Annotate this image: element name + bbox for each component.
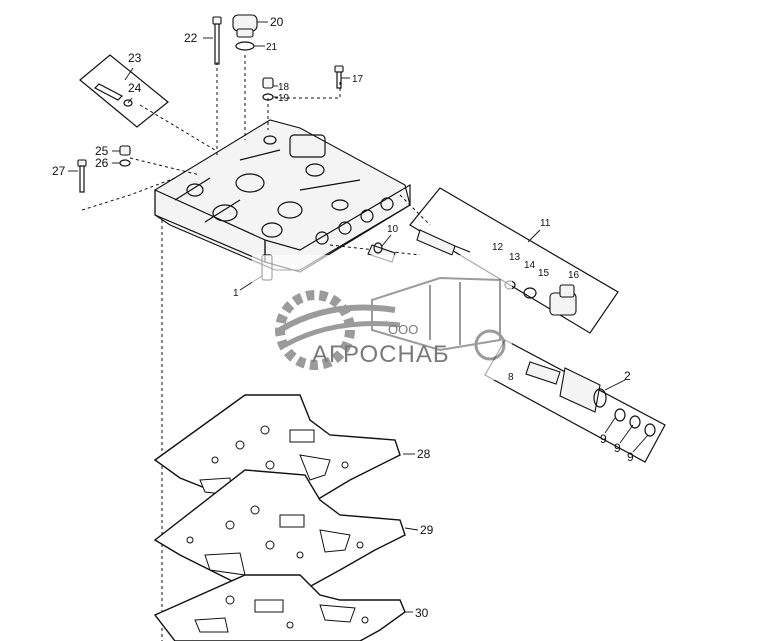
plug-20 xyxy=(232,14,258,38)
watermark-logo xyxy=(252,255,512,380)
watermark-company-name: АГРОСНАБ xyxy=(312,341,450,368)
callout-10: 10 xyxy=(387,224,399,235)
callout-25: 25 xyxy=(95,144,109,158)
callout-27: 27 xyxy=(52,164,66,178)
gasket-29 xyxy=(153,469,406,601)
callout-24: 24 xyxy=(128,81,142,95)
callout-11: 11 xyxy=(540,218,551,229)
watermark-prefix: ООО xyxy=(388,322,418,337)
callout-19: 19 xyxy=(278,93,290,104)
detail-box-11 xyxy=(409,187,619,334)
callout-9-c: 9 xyxy=(627,450,634,464)
assembly-lines xyxy=(81,55,431,641)
callout-8: 8 xyxy=(508,372,514,383)
callout-22: 22 xyxy=(184,31,198,45)
leader-lines xyxy=(68,21,649,613)
detail-box-2 xyxy=(484,339,666,463)
detail-box-23 xyxy=(79,54,169,128)
plug-18 xyxy=(262,77,274,89)
plug-25 xyxy=(119,145,131,156)
callout-14: 14 xyxy=(524,260,536,271)
seal-26 xyxy=(119,159,131,167)
callout-16: 16 xyxy=(568,270,580,281)
callout-13: 13 xyxy=(509,252,521,263)
callout-30: 30 xyxy=(415,606,429,620)
valve-body xyxy=(154,119,411,281)
callout-1: 1 xyxy=(233,288,239,299)
callout-15: 15 xyxy=(538,268,550,279)
callout-29: 29 xyxy=(420,523,434,537)
callout-12: 12 xyxy=(492,242,504,253)
callout-2: 2 xyxy=(624,369,631,383)
bolt-27 xyxy=(77,159,87,193)
bolt-17 xyxy=(334,65,344,89)
bolt-22 xyxy=(212,16,222,65)
washer-21 xyxy=(235,41,255,51)
gasket-30 xyxy=(153,574,406,641)
callout-17: 17 xyxy=(352,74,364,85)
callout-9-a: 9 xyxy=(600,432,607,446)
callout-9-b: 9 xyxy=(614,441,621,455)
callout-28: 28 xyxy=(417,447,431,461)
callout-20: 20 xyxy=(270,15,284,29)
callout-18: 18 xyxy=(278,82,290,93)
callout-26: 26 xyxy=(95,156,109,170)
callout-21: 21 xyxy=(266,42,278,53)
callout-labels: 20 21 22 17 18 19 23 24 25 26 27 1 10 11… xyxy=(52,15,634,620)
callout-23: 23 xyxy=(128,51,142,65)
